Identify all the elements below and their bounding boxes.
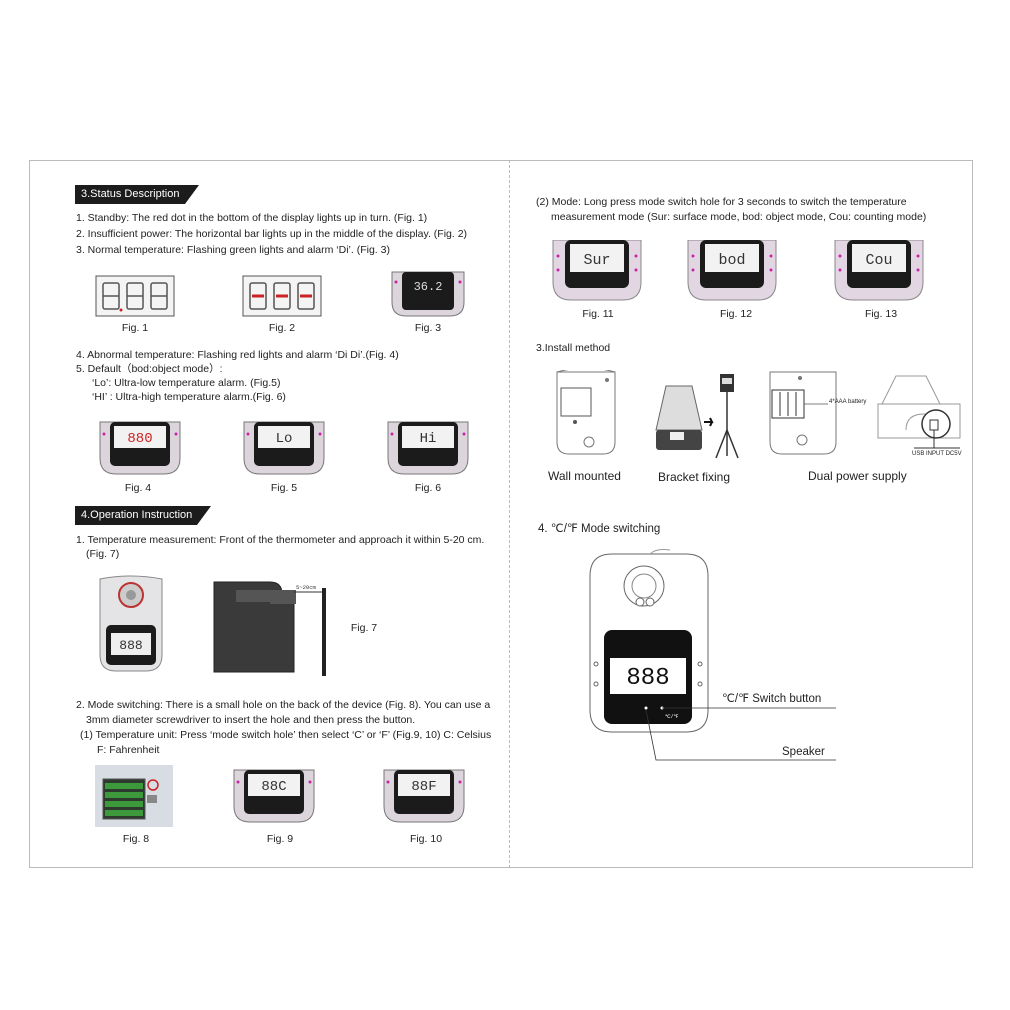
fig-11-caption: Fig. 11 [582, 308, 614, 320]
fig-2-caption: Fig. 2 [268, 322, 296, 334]
thermometer-device-front: 888 ℃/℉ [589, 549, 709, 733]
fig-10-readout: 88F [411, 779, 436, 795]
fig-6-readout: Hi [420, 431, 437, 447]
right-mode-line-1: (2) Mode: Long press mode switch hole fo… [536, 196, 907, 208]
fig-13-readout: Cou [865, 252, 892, 269]
manual-sheet [29, 160, 973, 868]
fig-6-caption: Fig. 6 [414, 482, 442, 494]
wall-mounted-label: Wall mounted [548, 469, 621, 483]
fig-3-device: 36.2 [391, 271, 465, 317]
right-mode-line-2: measurement mode (Sur: surface mode, bod… [551, 211, 927, 223]
fig-2-display [242, 275, 322, 317]
usb-input-label: USB INPUT DC5V [912, 451, 962, 457]
cf-small-label: ℃/℉ [665, 714, 679, 720]
fig-5-device: Lo [243, 421, 325, 475]
fig-8-battery-compartment [95, 765, 173, 827]
status-line-lo: ‘Lo’: Ultra-low temperature alarm. (Fig.… [92, 377, 281, 389]
status-line-hi: ‘HI’ : Ultra-high temperature alarm.(Fig… [92, 391, 286, 403]
fig-1-display [95, 275, 175, 317]
status-line-4: 4. Abnormal temperature: Flashing red li… [76, 349, 399, 361]
status-line-1: 1. Standby: The red dot in the bottom of… [76, 212, 428, 224]
fig-7-caption: Fig. 7 [350, 622, 378, 634]
fig-13-device: Cou [834, 240, 924, 301]
fig-7-device-front: 888 [99, 575, 163, 672]
speaker-label: Speaker [782, 746, 825, 758]
fig-4-caption: Fig. 4 [124, 482, 152, 494]
fig-7-device-side: 5~20cm [213, 581, 326, 676]
fig-8-caption: Fig. 8 [122, 833, 150, 845]
fig-6-device: Hi [387, 421, 469, 475]
mode-line-1: 2. Mode switching: There is a small hole… [76, 699, 491, 711]
op-line-1: 1. Temperature measurement: Front of the… [76, 534, 485, 546]
fig-10-caption: Fig. 10 [409, 833, 443, 845]
fig-5-caption: Fig. 5 [270, 482, 298, 494]
fig-3-readout: 36.2 [414, 280, 443, 294]
status-line-5: 5. Default（bod:object mode）: [76, 363, 223, 375]
dual-power-supply-label: Dual power supply [808, 469, 907, 483]
fig-9-readout: 88C [261, 779, 286, 795]
fig-1-caption: Fig. 1 [121, 322, 149, 334]
fig-9-caption: Fig. 9 [266, 833, 294, 845]
op-line-1b: (Fig. 7) [86, 548, 120, 560]
fig-11-readout: Sur [583, 252, 610, 269]
operation-instruction-header: 4.Operation Instruction [75, 506, 211, 525]
fig-12-device: bod [687, 240, 777, 301]
bracket-fixing-label: Bracket fixing [658, 470, 731, 484]
battery-slot-illustration [769, 371, 837, 455]
battery-label: 4*AAA battery [829, 399, 867, 405]
callout-lines [645, 707, 836, 761]
cf-mode-title: 4. ℃/℉ Mode switching [538, 523, 661, 535]
bracket-fixing-illustration [655, 374, 739, 459]
fig-12-readout: bod [718, 252, 745, 269]
status-line-3: 3. Normal temperature: Flashing green li… [76, 244, 390, 256]
usb-power-illustration [877, 375, 961, 449]
fig-13-caption: Fig. 13 [864, 308, 898, 320]
page-divider [509, 160, 510, 868]
status-line-2: 2. Insufficient power: The horizontal ba… [76, 228, 468, 240]
install-method-title: 3.Install method [536, 342, 611, 354]
wall-mounted-illustration [556, 370, 616, 455]
switch-button-label: ℃/℉ Switch button [722, 693, 822, 705]
fig-10-device: 88F [383, 769, 465, 823]
mode-line-2: 3mm diameter screwdriver to insert the h… [86, 714, 416, 726]
mode-line-4: F: Fahrenheit [97, 744, 160, 756]
fig-9-device: 88C [233, 769, 315, 823]
fig-12-caption: Fig. 12 [719, 308, 753, 320]
mode-line-3: (1) Temperature unit: Press ‘mode switch… [80, 729, 492, 741]
fig-3-caption: Fig. 3 [414, 322, 442, 334]
fig-7-readout: 888 [119, 638, 142, 653]
status-description-header: 3.Status Description [75, 185, 199, 204]
big-display-readout: 888 [626, 665, 669, 692]
fig-4-device: 880 [99, 421, 181, 475]
fig-7-distance: 5~20cm [296, 584, 317, 591]
fig-4-readout: 880 [127, 431, 152, 447]
fig-5-readout: Lo [276, 431, 293, 447]
fig-11-device: Sur [552, 240, 642, 301]
